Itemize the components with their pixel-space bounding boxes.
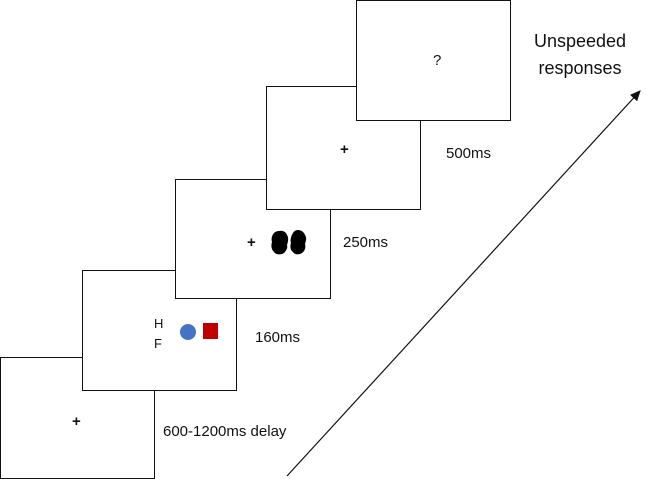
cue-shapes [180,323,218,340]
fixation-cross: + [72,413,81,430]
mask-blob-left [271,230,289,255]
cue-letter-f: F [154,336,162,351]
blank-fixation-cross: + [340,141,349,158]
mask-fixation-cross: + [247,234,256,251]
red-square-shape [203,323,218,339]
frame-response: ? [356,0,511,121]
duration-blank: 500ms [446,145,492,162]
diagram-title: Unspeeded responses [520,28,640,82]
cue-letter-h: H [154,316,164,331]
duration-fixation: 600-1200ms delay [163,423,287,440]
mask-blob-right [290,230,307,255]
response-question-mark: ? [433,52,442,69]
mask-blobs [271,230,307,255]
blue-circle-shape [180,324,196,340]
duration-mask: 250ms [343,234,389,251]
title-line-2: responses [538,58,622,78]
title-line-1: Unspeeded [533,31,627,51]
duration-cue: 160ms [255,329,301,346]
